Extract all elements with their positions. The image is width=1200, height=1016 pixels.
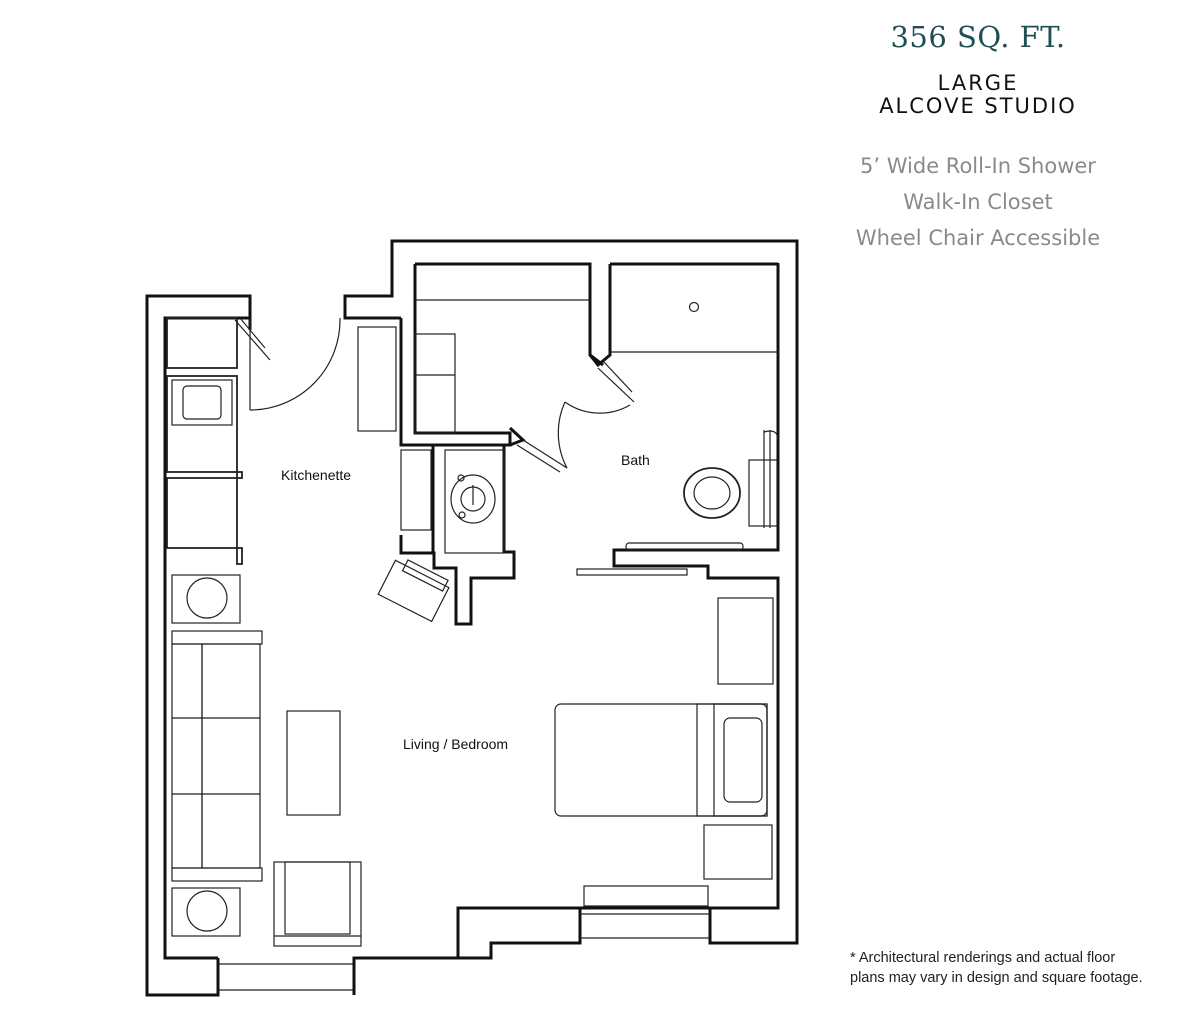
desk-chair [377,559,450,623]
entry-door [234,317,341,411]
square-footage-title: 356 SQ. FT. [890,20,1066,54]
feature-item: 5’ Wide Roll-In Shower [860,154,1096,178]
bath-door [516,361,635,473]
feature-item: Wheel Chair Accessible [855,226,1101,250]
unit-type-heading: LARGE ALCOVE STUDIO [850,72,1106,118]
room-label-living-bedroom: Living / Bedroom [403,736,508,752]
living-furniture [171,568,774,947]
unit-type-line-2: ALCOVE STUDIO [879,94,1077,118]
disclaimer-line-2: plans may vary in design and square foot… [850,970,1143,986]
feature-list: 5’ Wide Roll-In Shower Walk-In Closet Wh… [830,148,1126,256]
unit-type-line-1: LARGE [937,71,1019,95]
kitchenette-counters [166,317,432,565]
bathroom-fixtures [444,301,779,554]
closet [357,326,456,434]
interior-walls [399,262,778,626]
feature-item: Walk-In Closet [903,190,1053,214]
disclaimer-note: * Architectural renderings and actual fl… [850,948,1150,988]
disclaimer-line-1: * Architectural renderings and actual fl… [850,950,1116,966]
room-label-bath: Bath [621,452,650,468]
room-label-kitchenette: Kitchenette [281,467,351,483]
